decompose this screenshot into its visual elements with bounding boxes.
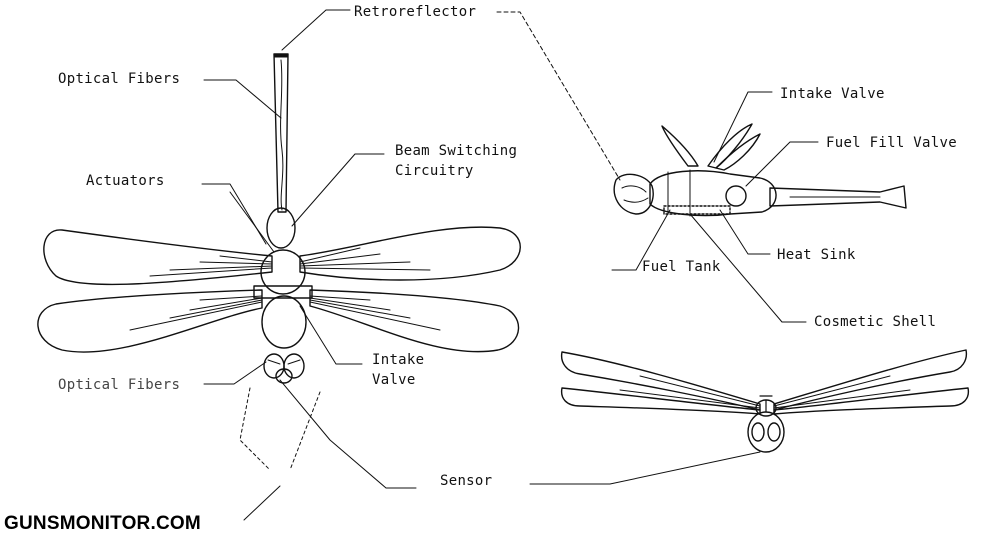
tail: [273, 53, 289, 213]
side-wing-3: [715, 133, 761, 171]
upper-right-wing: [299, 226, 521, 281]
label-optical-fibers-top: Optical Fibers: [58, 71, 181, 87]
label-heat-sink: Heat Sink: [777, 247, 856, 263]
label-cosmetic-shell: Cosmetic Shell: [814, 314, 937, 330]
label-fuel-tank: Fuel Tank: [642, 259, 721, 275]
thorax-band: [253, 285, 313, 299]
side-tail: [769, 185, 907, 209]
side-thorax: [649, 170, 777, 217]
front-upper-right-wing: [773, 349, 968, 411]
thorax-middle: [260, 249, 306, 295]
label-intake-valve-right: Intake Valve: [780, 86, 885, 102]
leader-lines-side: [611, 91, 819, 323]
thorax-upper: [266, 207, 296, 249]
front-upper-left-wing: [560, 351, 761, 411]
side-view-dragonfly: [613, 123, 907, 217]
front-head: [747, 411, 785, 453]
label-optical-fibers-bottom: Optical Fibers: [58, 377, 181, 393]
label-intake-valve-left: Intake Valve: [372, 352, 425, 388]
front-lower-left-wing: [560, 387, 761, 415]
label-retroreflector: Retroreflector: [354, 4, 477, 20]
left-eye: [263, 353, 285, 379]
wing-veins: [129, 247, 441, 331]
label-actuators: Actuators: [86, 173, 165, 189]
upper-left-wing: [43, 229, 273, 286]
right-eye: [283, 353, 305, 379]
thorax-lower: [261, 295, 307, 349]
lower-right-wing: [309, 289, 520, 353]
main-dragonfly: [37, 53, 521, 384]
front-lower-right-wing: [773, 387, 970, 415]
label-fuel-fill-valve: Fuel Fill Valve: [826, 135, 957, 151]
leader-lines-main: [201, 9, 621, 521]
side-wing-1: [661, 125, 699, 167]
watermark: GUNSMONITOR.COM: [4, 513, 201, 534]
side-fuel-tank: [663, 205, 731, 215]
sensor-leader-front: [529, 451, 761, 485]
front-view-dragonfly: [560, 349, 970, 453]
label-sensor: Sensor: [440, 473, 493, 489]
lower-left-wing: [37, 289, 263, 353]
label-beam-switching-circuitry: Beam Switching Circuitry: [395, 143, 518, 179]
